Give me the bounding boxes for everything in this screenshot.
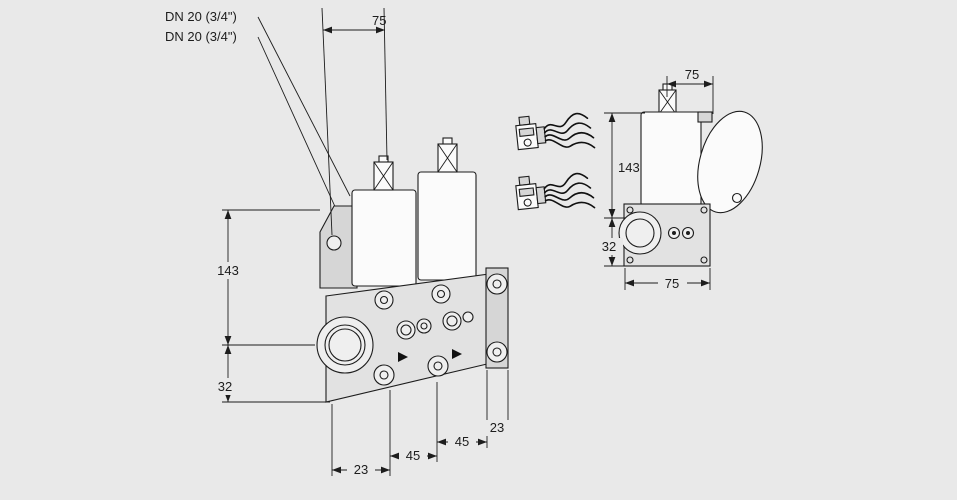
side-pipe-port-bore: [625, 218, 655, 248]
pressure-tap: [416, 318, 432, 334]
dn-labels: DN 20 (3/4") DN 20 (3/4"): [165, 9, 351, 223]
dn-label-2: DN 20 (3/4"): [165, 29, 237, 44]
cable-plug-1: [515, 112, 596, 151]
plug-detail: [518, 127, 535, 137]
dn-label-1: DN 20 (3/4"): [165, 9, 237, 24]
flange-bolt-top: [486, 273, 508, 295]
corner-screw: [626, 256, 634, 264]
dim-top-width-label: 75: [372, 13, 386, 28]
side-solenoid-coil: [640, 111, 702, 207]
screw-center: [686, 231, 690, 235]
pressure-tap-inner: [400, 324, 412, 336]
plug-screw: [523, 198, 532, 207]
flange-bolt-bottom: [486, 341, 508, 363]
leader-line-1: [257, 16, 351, 197]
label-patch: [448, 434, 476, 450]
plug-gland: [535, 186, 547, 205]
screw: [427, 355, 449, 377]
pressure-tap-inner: [420, 322, 428, 330]
wire: [543, 172, 589, 190]
front-view: [316, 137, 509, 403]
wire: [544, 131, 595, 141]
extension-line: [321, 7, 333, 236]
dim-bottom-1-label: 23: [354, 462, 368, 477]
dimensions-front: 75 143 32 23 45 45 23: [211, 7, 511, 478]
screw-center: [379, 295, 389, 305]
side-pipe-port-outer: [618, 211, 662, 255]
solenoid-coil-right: [417, 171, 477, 281]
label-patch: [347, 462, 375, 478]
wire: [543, 122, 592, 134]
dim-bottom-4-label: 23: [490, 420, 504, 435]
pipe-port-bore: [328, 328, 362, 362]
dim-bottom-2-label: 45: [406, 448, 420, 463]
label-patch: [658, 276, 687, 292]
label-patch: [483, 420, 511, 436]
terminal-cross-line: [373, 161, 394, 191]
terminal-cross-line: [658, 89, 677, 115]
plug-screw: [523, 138, 532, 147]
plug-gland: [535, 126, 547, 145]
flow-arrow-icon: [398, 352, 408, 362]
side-dim-height-label: 143: [618, 160, 640, 175]
terminal-cross-line: [437, 143, 458, 173]
label-patch: [212, 262, 244, 279]
screw-center: [379, 370, 389, 380]
screw: [373, 364, 395, 386]
screw: [374, 290, 394, 310]
corner-screw: [700, 256, 708, 264]
wire: [543, 112, 589, 130]
cable-plug-2: [515, 172, 596, 211]
screw-center: [436, 289, 446, 299]
valve-cover-flap: [697, 110, 763, 214]
pipe-port-thread: [324, 324, 366, 366]
wire: [544, 138, 596, 149]
screw: [462, 311, 474, 323]
screw-center: [433, 361, 443, 371]
side-dim-axis-bottom-label: 32: [602, 239, 616, 254]
side-view: [618, 83, 763, 267]
flange-bolt-bottom-inner: [492, 347, 502, 357]
label-patch: [399, 448, 427, 464]
flange-bolt-top-inner: [492, 279, 502, 289]
pressure-tap: [442, 311, 462, 331]
wire: [544, 191, 595, 201]
flap-hinge: [697, 111, 713, 123]
flow-arrow-icon: [452, 349, 462, 359]
leader-line-2: [257, 36, 343, 223]
wire: [543, 182, 592, 194]
bracket-hole: [326, 235, 342, 251]
side-dim-bottom-width-label: 75: [665, 276, 679, 291]
extension-line: [383, 7, 388, 161]
corner-screw: [700, 206, 708, 214]
screw-center: [672, 231, 676, 235]
wire: [544, 198, 596, 209]
dimensions-side: 75 143 32 75: [595, 67, 714, 292]
label-patch: [211, 378, 239, 395]
corner-screw: [626, 206, 634, 214]
side-dim-top-width-label: 75: [685, 67, 699, 82]
pressure-tap-inner: [446, 315, 458, 327]
solenoid-coil-left: [351, 189, 417, 287]
pressure-tap: [396, 320, 416, 340]
dim-height-label: 143: [217, 263, 239, 278]
label-patch: [595, 238, 623, 255]
flap-hole: [731, 192, 743, 204]
dim-axis-bottom-label: 32: [218, 379, 232, 394]
plug-detail: [518, 187, 535, 197]
screw: [431, 284, 451, 304]
dim-bottom-3-label: 45: [455, 434, 469, 449]
